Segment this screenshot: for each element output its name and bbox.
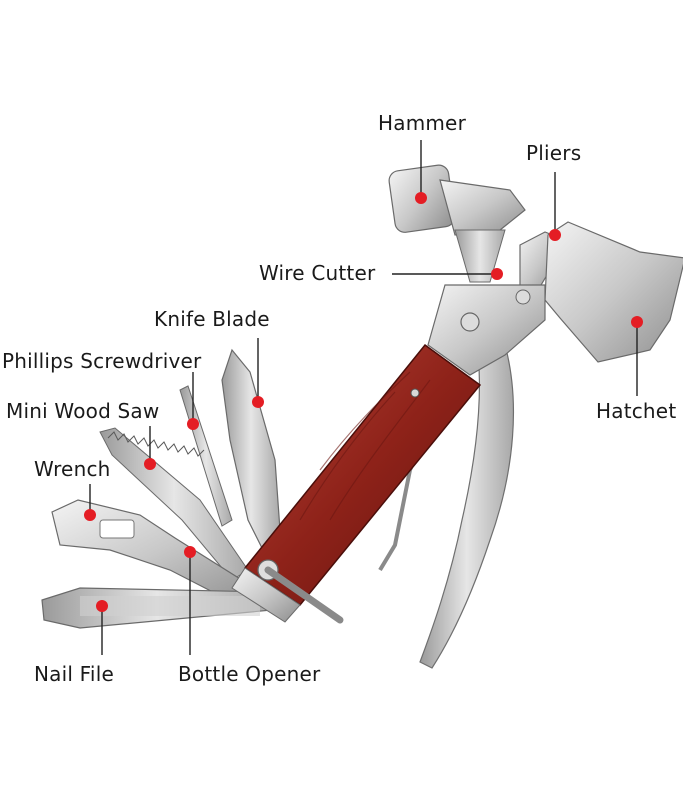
bolster xyxy=(427,284,546,376)
label-phillips-screwdriver: Phillips Screwdriver xyxy=(2,349,202,373)
marker-wire-cutter xyxy=(491,268,503,280)
markers xyxy=(84,192,643,612)
label-pliers: Pliers xyxy=(526,141,581,165)
saw-teeth xyxy=(107,431,205,457)
hammer-head xyxy=(388,164,526,283)
marker-wrench xyxy=(84,509,96,521)
lanyard-pin xyxy=(264,566,344,624)
marker-knife-blade xyxy=(252,396,264,408)
file-texture xyxy=(80,596,260,616)
marker-phillips-screwdriver xyxy=(187,418,199,430)
leader-lines xyxy=(89,140,638,655)
rivet-top xyxy=(460,312,480,332)
handle-rivet xyxy=(410,388,420,398)
wood-handle xyxy=(243,343,482,607)
marker-pliers xyxy=(549,229,561,241)
marker-nail-file xyxy=(96,600,108,612)
label-wire-cutter: Wire Cutter xyxy=(259,261,376,285)
marker-mini-wood-saw xyxy=(144,458,156,470)
label-bottle-opener: Bottle Opener xyxy=(178,662,321,686)
handle-end xyxy=(231,567,301,623)
wrench-hole xyxy=(99,519,135,539)
label-mini-wood-saw: Mini Wood Saw xyxy=(6,399,159,423)
rivet-mid xyxy=(515,289,531,305)
plier-handle xyxy=(419,344,514,669)
label-hatchet: Hatchet xyxy=(596,399,676,423)
labels: Hammer Pliers Wire Cutter Knife Blade Ph… xyxy=(2,111,676,686)
marker-hatchet xyxy=(631,316,643,328)
marker-hammer xyxy=(415,192,427,204)
label-wrench: Wrench xyxy=(34,457,111,481)
hatchet-blade xyxy=(544,221,683,363)
label-knife-blade: Knife Blade xyxy=(154,307,270,331)
label-nail-file: Nail File xyxy=(34,662,114,686)
label-hammer: Hammer xyxy=(378,111,467,135)
multitool-illustration xyxy=(41,164,683,669)
marker-bottle-opener xyxy=(184,546,196,558)
